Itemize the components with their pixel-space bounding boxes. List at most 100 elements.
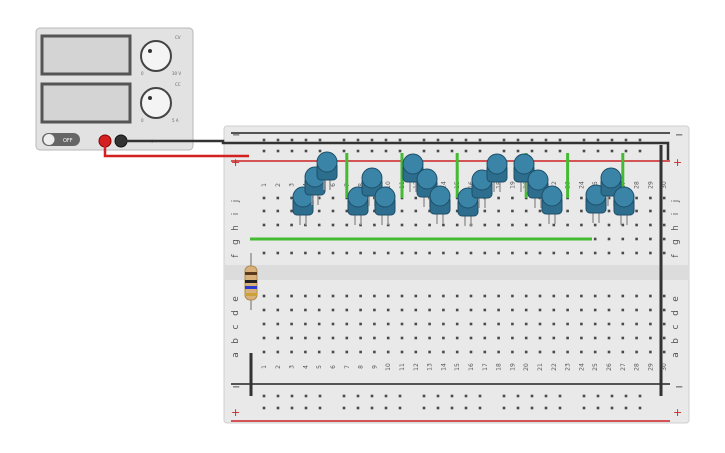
hole[interactable] [497, 223, 500, 227]
hole[interactable] [483, 223, 487, 227]
hole[interactable] [483, 251, 487, 255]
hole[interactable] [464, 138, 468, 142]
hole[interactable] [524, 294, 528, 298]
hole[interactable] [624, 394, 628, 398]
hole[interactable] [317, 196, 321, 200]
hole[interactable] [373, 350, 376, 354]
hole[interactable] [497, 336, 500, 340]
hole[interactable] [345, 223, 349, 227]
hole[interactable] [262, 394, 266, 398]
hole[interactable] [414, 223, 418, 227]
hole[interactable] [662, 251, 666, 255]
hole[interactable] [621, 237, 625, 241]
hole[interactable] [318, 394, 322, 398]
hole[interactable] [370, 394, 374, 398]
hole[interactable] [450, 406, 454, 410]
hole[interactable] [635, 308, 638, 312]
hole[interactable] [621, 336, 625, 340]
hole[interactable] [442, 308, 445, 312]
hole[interactable] [596, 394, 600, 398]
hole[interactable] [538, 336, 542, 340]
hole[interactable] [428, 350, 431, 354]
hole[interactable] [483, 350, 487, 354]
hole[interactable] [580, 336, 583, 340]
hole[interactable] [582, 406, 586, 410]
hole[interactable] [497, 209, 500, 213]
hole[interactable] [593, 294, 597, 298]
hole[interactable] [290, 294, 293, 298]
hole[interactable] [422, 394, 426, 398]
hole[interactable] [469, 350, 473, 354]
hole[interactable] [544, 406, 548, 410]
hole[interactable] [469, 294, 473, 298]
hole[interactable] [538, 350, 542, 354]
hole[interactable] [544, 138, 548, 142]
hole[interactable] [262, 336, 266, 340]
hole[interactable] [442, 223, 445, 227]
hole[interactable] [414, 336, 418, 340]
hole[interactable] [422, 138, 426, 142]
hole[interactable] [455, 294, 459, 298]
hole[interactable] [356, 138, 360, 142]
hole[interactable] [276, 406, 280, 410]
hole[interactable] [262, 209, 266, 213]
hole[interactable] [455, 350, 459, 354]
hole[interactable] [552, 308, 556, 312]
hole[interactable] [566, 322, 569, 326]
hole[interactable] [262, 251, 266, 255]
hole[interactable] [331, 209, 335, 213]
hole[interactable] [400, 322, 404, 326]
hole[interactable] [649, 350, 652, 354]
hole[interactable] [538, 251, 542, 255]
hole[interactable] [469, 322, 473, 326]
black-wire-psu[interactable] [121, 139, 670, 160]
hole[interactable] [290, 322, 293, 326]
hole[interactable] [276, 223, 280, 227]
hole[interactable] [624, 138, 628, 142]
hole[interactable] [483, 209, 487, 213]
hole[interactable] [516, 149, 520, 153]
hole[interactable] [331, 223, 335, 227]
resistor[interactable] [244, 253, 258, 310]
hole[interactable] [428, 308, 431, 312]
hole[interactable] [345, 350, 349, 354]
hole[interactable] [638, 138, 642, 142]
hole[interactable] [290, 406, 294, 410]
hole[interactable] [511, 336, 514, 340]
hole[interactable] [345, 251, 349, 255]
hole[interactable] [580, 308, 583, 312]
hole[interactable] [566, 308, 569, 312]
hole[interactable] [649, 196, 652, 200]
hole[interactable] [414, 251, 418, 255]
voltage-knob[interactable] [140, 40, 172, 72]
hole[interactable] [359, 322, 362, 326]
hole[interactable] [400, 251, 404, 255]
hole[interactable] [610, 149, 614, 153]
hole[interactable] [317, 336, 321, 340]
hole[interactable] [469, 308, 473, 312]
hole[interactable] [624, 149, 628, 153]
hole[interactable] [635, 223, 638, 227]
hole[interactable] [290, 251, 293, 255]
hole[interactable] [621, 308, 625, 312]
hole[interactable] [342, 394, 346, 398]
hole[interactable] [566, 350, 569, 354]
hole[interactable] [276, 138, 280, 142]
hole[interactable] [345, 336, 349, 340]
hole[interactable] [304, 138, 308, 142]
hole[interactable] [635, 196, 638, 200]
hole[interactable] [649, 322, 652, 326]
hole[interactable] [596, 138, 600, 142]
hole[interactable] [558, 138, 562, 142]
hole[interactable] [566, 223, 569, 227]
hole[interactable] [538, 209, 542, 213]
hole[interactable] [331, 336, 335, 340]
hole[interactable] [386, 336, 390, 340]
hole[interactable] [483, 308, 487, 312]
hole[interactable] [566, 336, 569, 340]
hole[interactable] [635, 237, 638, 241]
hole[interactable] [530, 138, 534, 142]
hole[interactable] [511, 294, 514, 298]
hole[interactable] [359, 336, 362, 340]
hole[interactable] [384, 394, 388, 398]
